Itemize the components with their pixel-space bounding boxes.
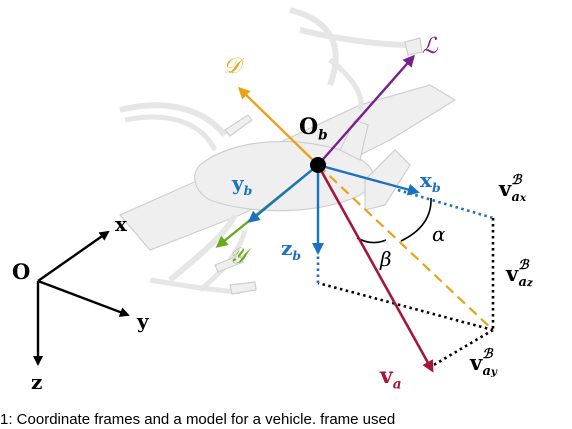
body-y-label: yb <box>232 171 253 198</box>
body-y-axis <box>247 164 319 223</box>
world-x-axis <box>37 230 110 282</box>
body-origin-label: Ob <box>299 114 328 144</box>
drag-axis <box>237 86 319 166</box>
lift-axis <box>317 54 415 166</box>
world-z-label: z <box>31 370 43 394</box>
airspeed-x-component-label: vℬax <box>499 173 527 206</box>
world-frame <box>33 230 130 366</box>
airspeed-projection-dashed <box>317 164 494 331</box>
body-z-label: zb <box>281 236 302 263</box>
airspeed-label: va <box>380 363 402 393</box>
side-label: 𝒴 <box>229 244 247 269</box>
projection-box <box>316 188 495 368</box>
airspeed-y-component-label: vℬay <box>470 347 497 380</box>
alpha-arc <box>400 197 432 242</box>
lift-label: ℒ <box>422 34 438 59</box>
airspeed-vector <box>316 164 434 373</box>
body-x-label: xb <box>420 168 441 195</box>
world-y-axis <box>37 279 130 317</box>
world-x-label: x <box>115 212 127 236</box>
airspeed-z-component-label: vℬaz <box>506 258 533 291</box>
aircraft-silhouette <box>119 7 457 295</box>
body-x-axis <box>317 163 420 196</box>
alpha-label: α <box>432 222 446 246</box>
drag-label: 𝒟 <box>223 54 241 79</box>
beta-label: β <box>380 247 392 271</box>
figure-caption: 1: Coordinate frames and a model for a v… <box>0 412 396 424</box>
body-origin-dot <box>310 157 326 173</box>
world-y-label: y <box>137 309 149 333</box>
world-origin-label: O <box>12 259 31 284</box>
